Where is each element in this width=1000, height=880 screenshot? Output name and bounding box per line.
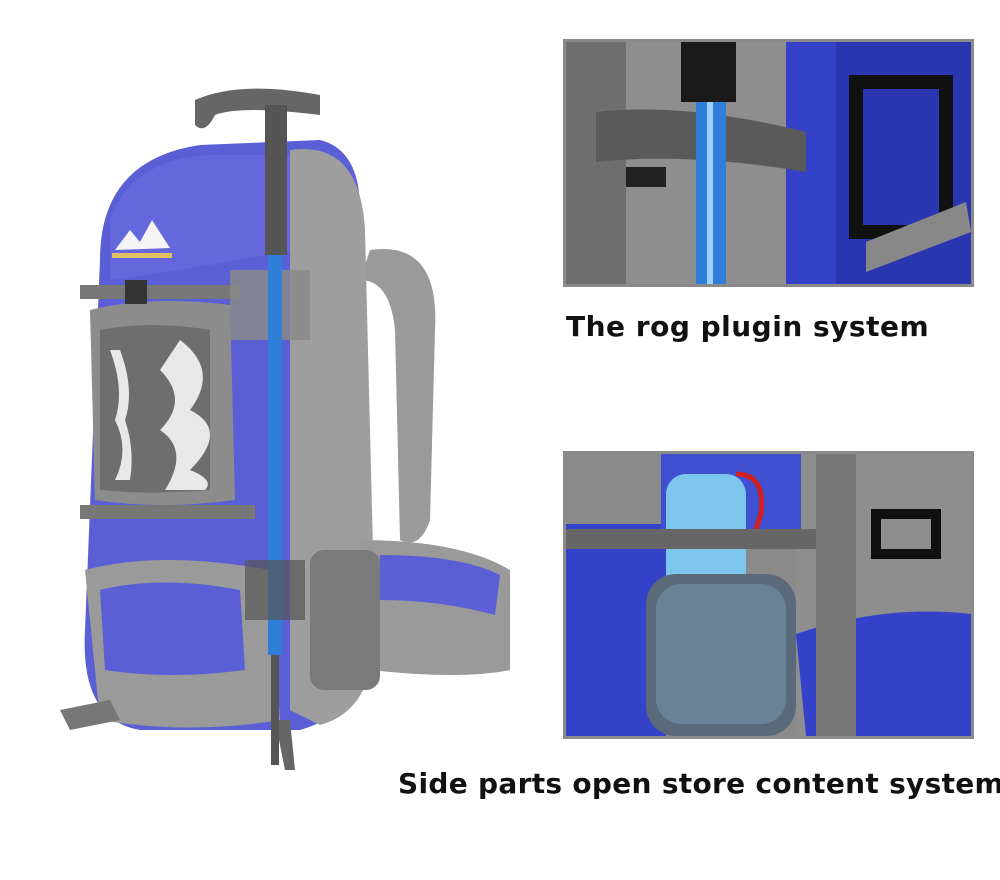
rog-plugin-caption: The rog plugin system: [566, 310, 930, 343]
side-pocket-illustration: [566, 454, 971, 736]
rog-plugin-illustration: [566, 42, 971, 284]
rog-plugin-photo: [563, 39, 974, 287]
side-pocket-photo: [563, 451, 974, 739]
side-parts-caption: Side parts open store content system: [398, 767, 1000, 800]
backpack-image: [60, 88, 510, 770]
